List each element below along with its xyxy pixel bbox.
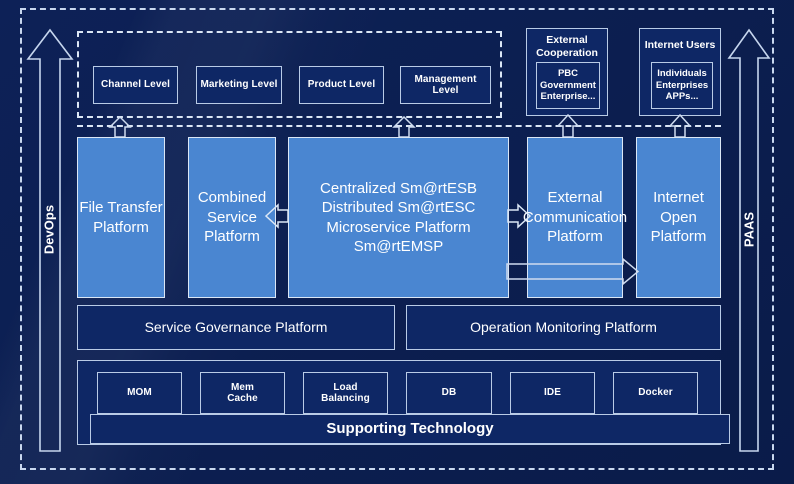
external-cooperation-inner-label: PBC Government Enterprise... xyxy=(540,67,596,103)
consumer-level-label: Channel Level xyxy=(100,79,171,91)
arrow-center-to-management xyxy=(392,116,416,138)
external-cooperation-box[interactable]: External Cooperation PBC Government Ente… xyxy=(526,28,608,116)
devops-rail xyxy=(26,27,74,454)
external-cooperation-inner: PBC Government Enterprise... xyxy=(536,62,600,109)
supporting-component-label: Load Balancing xyxy=(321,381,370,405)
consumer-level-management[interactable]: Management Level xyxy=(400,66,491,104)
consumer-level-channel[interactable]: Channel Level xyxy=(93,66,178,104)
right-arrow-icon xyxy=(506,258,640,286)
supporting-component-docker[interactable]: Docker xyxy=(613,372,698,414)
consumer-level-marketing[interactable]: Marketing Level xyxy=(196,66,282,104)
arrow-extcomm-to-cooperation xyxy=(556,114,580,138)
arrow-file-transfer-to-channel xyxy=(108,116,132,138)
platform-center-line-1: Centralized Sm@rtESB xyxy=(320,179,477,197)
up-arrow-icon xyxy=(108,116,132,138)
service-governance-platform[interactable]: Service Governance Platform xyxy=(77,305,395,350)
supporting-component-mom[interactable]: MOM xyxy=(97,372,182,414)
consumer-level-product[interactable]: Product Level xyxy=(299,66,384,104)
supporting-component-ide[interactable]: IDE xyxy=(510,372,595,414)
supporting-technology-label: Supporting Technology xyxy=(326,420,494,438)
supporting-component-label: Docker xyxy=(638,387,673,399)
platform-external-communication[interactable]: External Communication Platform xyxy=(523,137,627,298)
layer-separator xyxy=(77,125,721,127)
connector-combined-to-center xyxy=(265,203,289,229)
supporting-component-mem-cache[interactable]: Mem Cache xyxy=(200,372,285,414)
outer-dashed-frame xyxy=(20,8,774,470)
internet-users-box[interactable]: Internet Users Individuals Enterprises A… xyxy=(639,28,721,116)
operation-monitoring-platform[interactable]: Operation Monitoring Platform xyxy=(406,305,721,350)
devops-label: DevOps xyxy=(41,204,57,255)
platform-label: External Communication Platform xyxy=(522,189,628,246)
platform-center-line-2: Distributed Sm@rtESC xyxy=(321,199,476,216)
consumer-level-label: Marketing Level xyxy=(200,79,278,91)
platform-combined-service[interactable]: Combined Service Platform xyxy=(188,137,276,298)
platform-internet-open[interactable]: Internet Open Platform xyxy=(636,137,721,298)
internet-users-inner: Individuals Enterprises APPs... xyxy=(651,62,713,109)
supporting-component-load-balancing[interactable]: Load Balancing xyxy=(303,372,388,414)
up-arrow-icon xyxy=(26,28,74,452)
internet-users-inner-label: Individuals Enterprises APPs... xyxy=(655,67,709,103)
platform-label: Internet Open Platform xyxy=(650,189,707,246)
management-label: Operation Monitoring Platform xyxy=(470,319,657,336)
platform-label: File Transfer Platform xyxy=(79,199,163,236)
right-arrow-icon xyxy=(507,203,531,229)
supporting-component-label: IDE xyxy=(544,387,561,399)
connector-center-to-external-communication xyxy=(507,203,531,229)
platform-center-line-3: Microservice Platform Sm@rtEMSP xyxy=(326,218,471,256)
up-arrow-icon xyxy=(556,114,580,138)
management-label: Service Governance Platform xyxy=(144,319,328,336)
consumer-levels-group xyxy=(77,31,502,118)
supporting-component-label: Mem Cache xyxy=(227,381,258,405)
connector-center-to-internet-open xyxy=(506,258,640,286)
supporting-component-label: DB xyxy=(441,387,457,399)
left-arrow-icon xyxy=(265,203,289,229)
external-cooperation-title: External Cooperation xyxy=(536,34,598,59)
up-arrow-icon xyxy=(392,116,416,138)
consumer-level-label: Product Level xyxy=(307,79,376,91)
up-arrow-icon xyxy=(668,114,692,138)
platform-file-transfer[interactable]: File Transfer Platform xyxy=(77,137,165,298)
up-arrow-icon xyxy=(727,28,771,452)
arrow-internetopen-to-users xyxy=(668,114,692,138)
platform-label: Combined Service Platform xyxy=(197,189,267,246)
consumer-level-label: Management Level xyxy=(414,73,477,97)
supporting-component-label: MOM xyxy=(127,387,152,399)
supporting-component-db[interactable]: DB xyxy=(406,372,492,414)
paas-label: PAAS xyxy=(741,211,757,248)
internet-users-title: Internet Users xyxy=(644,39,716,51)
platform-centralized-esb[interactable]: Centralized Sm@rtESB Distributed Sm@rtES… xyxy=(288,137,509,298)
paas-rail xyxy=(727,27,771,454)
supporting-technology-banner[interactable]: Supporting Technology xyxy=(90,414,730,444)
